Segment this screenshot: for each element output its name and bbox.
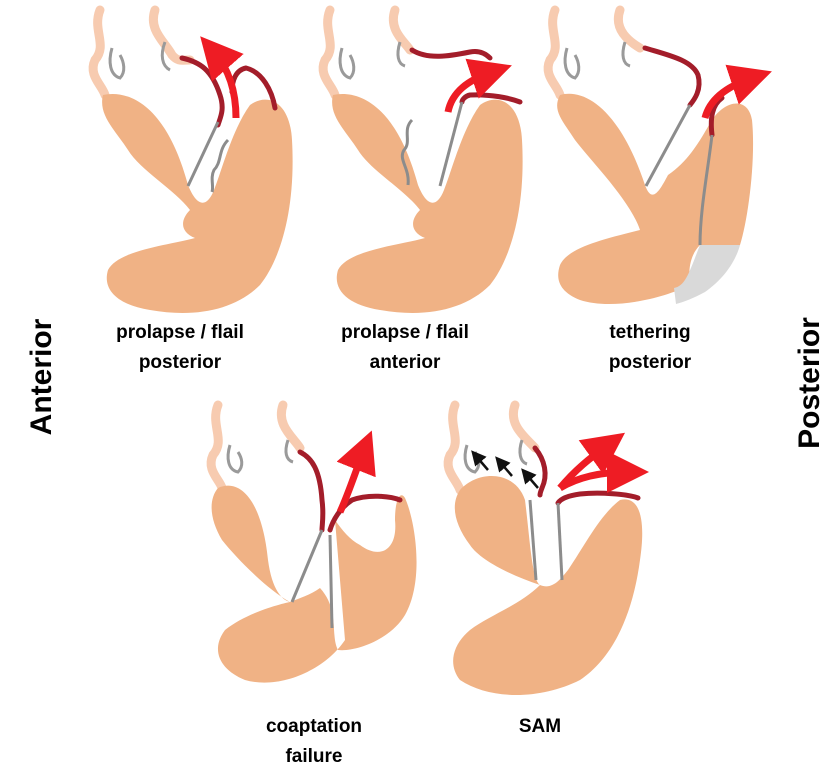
chordae	[644, 104, 692, 187]
chordae-ruptured	[400, 118, 414, 186]
anterior-leaflet	[297, 449, 326, 533]
caption-sam: SAM	[440, 712, 640, 742]
caption-line: failure	[285, 746, 343, 767]
aortic-cusp	[396, 41, 406, 68]
panel-coaptation-failure	[206, 400, 417, 683]
anterior-leaflet	[642, 45, 702, 108]
aortic-cusp	[160, 41, 171, 72]
chordae-ruptured	[210, 138, 230, 193]
caption-line: anterior	[369, 352, 441, 373]
anterior-leaflet-sam	[532, 445, 548, 498]
sam-flow-arrow	[471, 450, 489, 471]
panel-prolapse-flail-anterior	[318, 5, 523, 313]
aortic-root	[388, 5, 415, 55]
caption-line: prolapse / flail	[341, 322, 469, 343]
aortic-root	[206, 400, 227, 493]
regurgitant-jet	[444, 58, 512, 113]
caption-coaptation-failure: coaptation failure	[214, 712, 414, 772]
left-ventricle-wall	[102, 93, 293, 313]
posterior-leaflet	[555, 490, 641, 506]
left-ventricle-wall	[211, 485, 417, 683]
caption-prolapse-flail-posterior: prolapse / flail posterior	[80, 318, 280, 378]
anterior-leaflet-prolapse	[409, 47, 493, 61]
aortic-cusp	[108, 47, 126, 80]
caption-line: posterior	[608, 352, 692, 373]
caption-tethering-posterior: tethering posterior	[550, 318, 750, 378]
aortic-root	[543, 5, 565, 100]
tether-zone	[674, 245, 740, 304]
panel-prolapse-flail-posterior	[88, 5, 293, 313]
panel-tethering-posterior	[543, 5, 772, 305]
chordae	[290, 529, 324, 603]
caption-prolapse-flail-anterior: prolapse / flail anterior	[305, 318, 505, 378]
aortic-root	[613, 5, 645, 53]
posterior-leaflet-tethered	[708, 95, 725, 138]
aortic-cusp	[621, 41, 631, 68]
caption-line: SAM	[518, 716, 562, 737]
aortic-root	[318, 5, 340, 100]
chordae	[438, 101, 464, 187]
caption-line: tethering	[609, 322, 691, 343]
aortic-root	[88, 5, 110, 100]
caption-line: prolapse / flail	[116, 322, 244, 343]
sam-flow-arrow	[495, 456, 513, 477]
left-ventricle-wall	[453, 476, 643, 695]
aortic-cusp	[284, 439, 294, 464]
aortic-root	[148, 5, 195, 65]
caption-line: coaptation	[265, 716, 363, 737]
chordae	[328, 534, 334, 629]
aortic-cusp	[518, 439, 528, 466]
left-ventricle-wall	[332, 93, 523, 313]
regurgitant-jet	[701, 64, 772, 120]
aortic-cusp	[338, 47, 356, 80]
chordae-tethered	[698, 134, 714, 246]
chordae	[528, 499, 538, 581]
anterior-leaflet	[179, 55, 225, 128]
sam-flow-arrow	[521, 468, 539, 489]
posterior-leaflet	[327, 493, 403, 533]
chordae	[186, 121, 220, 187]
aortic-root	[276, 400, 305, 453]
aortic-root	[508, 400, 540, 453]
left-ventricle-wall	[557, 93, 754, 305]
chordae	[556, 502, 564, 581]
caption-line: posterior	[138, 352, 222, 373]
regurgitant-jet	[558, 451, 649, 494]
regurgitant-jet	[336, 430, 376, 514]
aortic-cusp	[226, 444, 244, 474]
panel-sam	[443, 400, 649, 695]
aortic-cusp	[563, 47, 581, 80]
regurgitant-jet	[200, 36, 244, 119]
aortic-root	[443, 400, 465, 495]
